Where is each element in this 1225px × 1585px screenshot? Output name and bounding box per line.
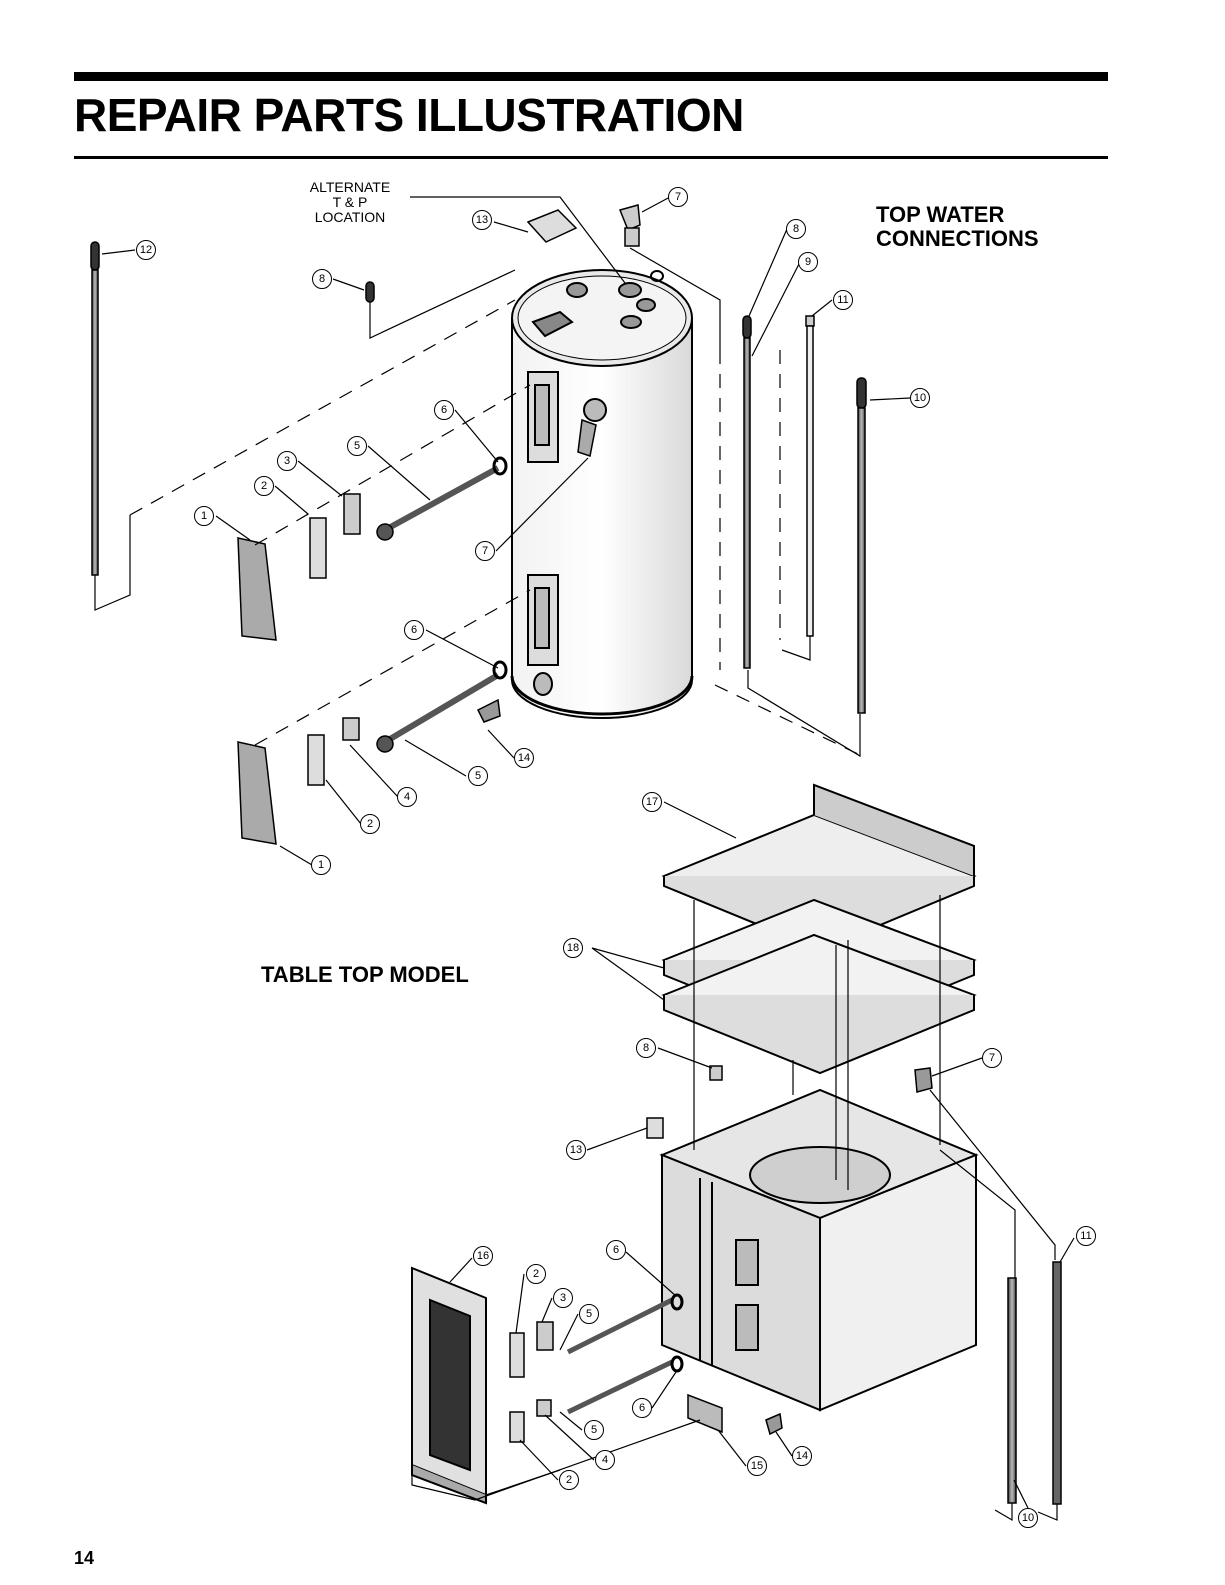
callout-5: 5 (579, 1304, 599, 1324)
callout-14: 14 (792, 1446, 812, 1466)
callout-1: 1 (194, 506, 214, 526)
callout-14: 14 (514, 748, 534, 768)
anode-rod-10 (857, 378, 866, 713)
anode-rod-8-right (743, 316, 751, 668)
callout-4: 4 (595, 1450, 615, 1470)
anode-rod-12 (91, 242, 99, 575)
callout-13: 13 (472, 210, 492, 230)
callout-10: 10 (1018, 1508, 1038, 1528)
callout-6: 6 (434, 400, 454, 420)
callout-7: 7 (475, 541, 495, 561)
callout-11: 11 (833, 290, 853, 310)
callout-6: 6 (632, 1398, 652, 1418)
callout-8: 8 (636, 1038, 656, 1058)
callout-3: 3 (277, 451, 297, 471)
callout-2: 2 (254, 476, 274, 496)
callout-2: 2 (559, 1470, 579, 1490)
callout-18: 18 (563, 938, 583, 958)
callout-6: 6 (404, 620, 424, 640)
callout-5: 5 (347, 436, 367, 456)
callout-3: 3 (553, 1288, 573, 1308)
callout-15: 15 (747, 1456, 767, 1476)
callout-9: 9 (798, 252, 818, 272)
water-heater-tank (512, 270, 692, 718)
callout-13: 13 (566, 1140, 586, 1160)
tp-valve-top (620, 205, 640, 246)
callout-16: 16 (473, 1246, 493, 1266)
callout-8: 8 (312, 269, 332, 289)
callout-7: 7 (982, 1048, 1002, 1068)
callout-5: 5 (584, 1420, 604, 1440)
callout-17: 17 (642, 792, 662, 812)
callout-2: 2 (526, 1264, 546, 1284)
callout-1: 1 (311, 855, 331, 875)
cover-13-top (528, 210, 576, 242)
callout-11: 11 (1076, 1226, 1096, 1246)
callout-6: 6 (606, 1240, 626, 1260)
callout-5: 5 (468, 766, 488, 786)
callout-12: 12 (136, 240, 156, 260)
callout-2: 2 (360, 814, 380, 834)
dip-tube-11 (806, 316, 814, 636)
callout-7: 7 (668, 187, 688, 207)
front-access-panel-16 (412, 1268, 486, 1503)
anode-rod-8-top (366, 282, 374, 302)
callout-4: 4 (397, 787, 417, 807)
table-top-cabinet (662, 785, 976, 1410)
callout-8: 8 (786, 219, 806, 239)
table-top-leaders (412, 1420, 1057, 1520)
callout-10: 10 (910, 388, 930, 408)
